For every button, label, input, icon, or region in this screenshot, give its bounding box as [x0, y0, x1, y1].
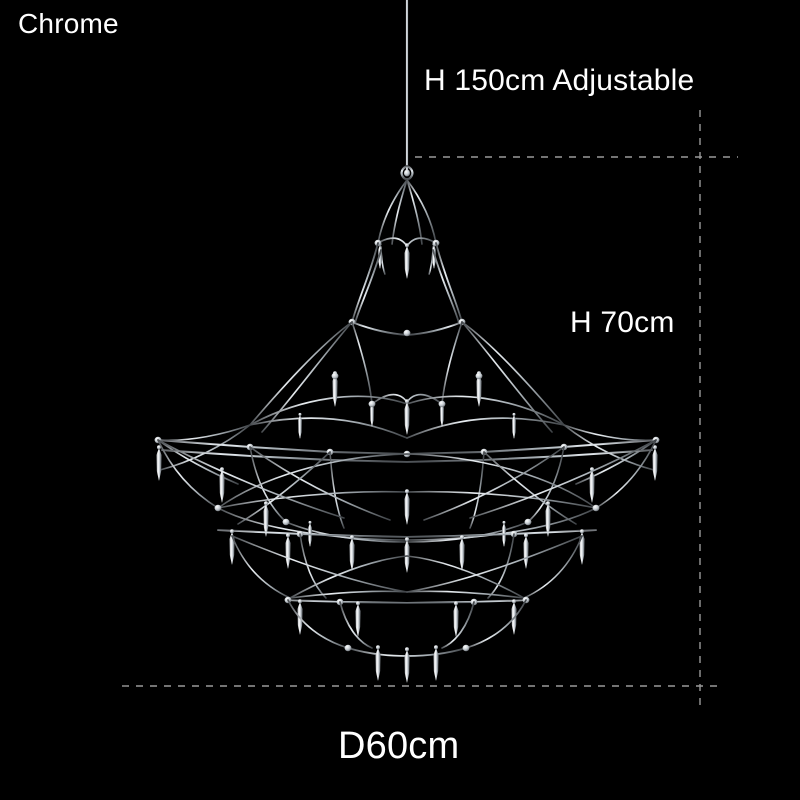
base-pendants	[344, 644, 470, 684]
finish-label: Chrome	[18, 8, 119, 39]
diameter-label: D60cm	[338, 725, 460, 767]
mid-web-lattice	[157, 439, 657, 543]
dimension-lines	[122, 110, 738, 706]
crown-cage	[377, 177, 437, 301]
drop-height-label: H 150cm Adjustable	[424, 64, 695, 97]
chandelier-body	[154, 0, 660, 684]
lower-spar	[287, 599, 527, 647]
lower-web	[231, 533, 583, 651]
suspension-cord	[405, 0, 409, 172]
body-height-label: H 70cm	[570, 306, 675, 339]
bell-sweep-arms	[351, 242, 463, 413]
